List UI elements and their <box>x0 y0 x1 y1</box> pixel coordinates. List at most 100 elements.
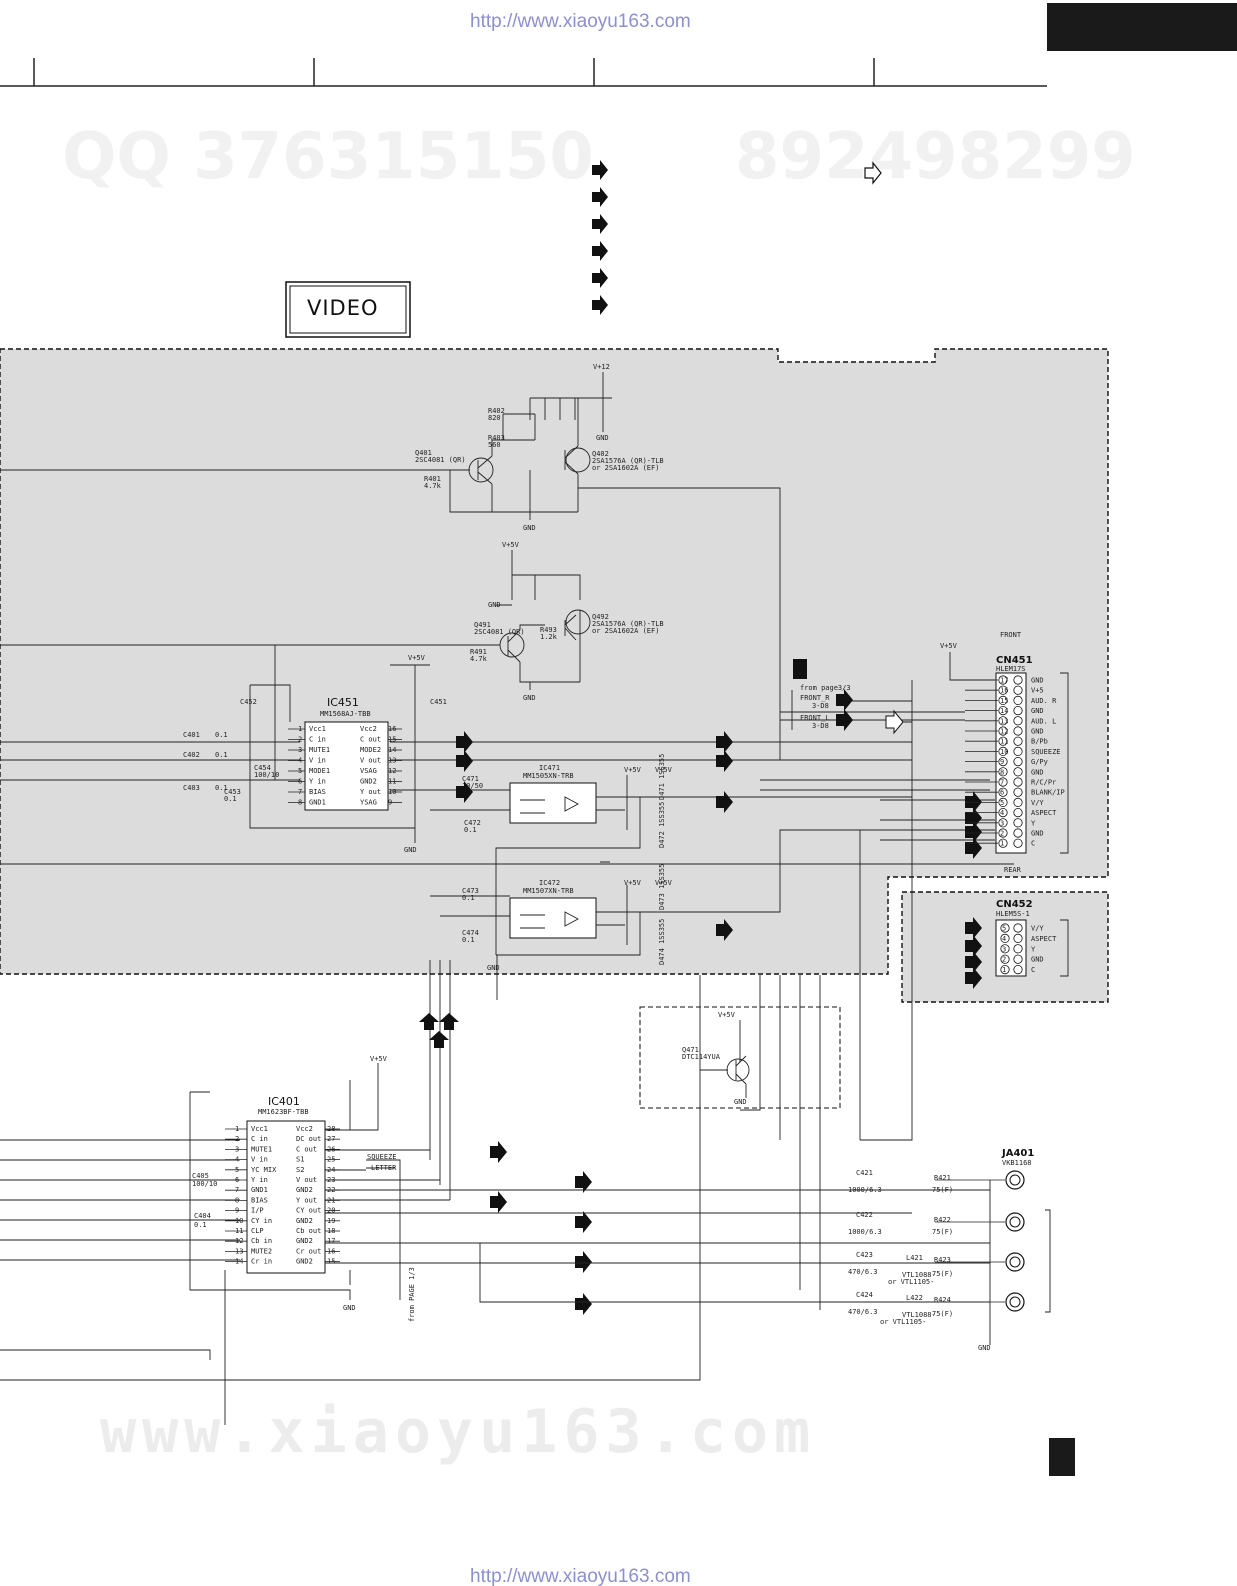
svg-text:1000/6.3: 1000/6.3 <box>848 1186 882 1194</box>
svg-text:3-D8: 3-D8 <box>812 722 829 730</box>
ic451-pin-label: VSAG <box>360 767 377 775</box>
svg-text:IC401: IC401 <box>268 1095 300 1108</box>
ic451-pin-label: V in <box>309 757 326 765</box>
svg-text:C421: C421 <box>856 1169 873 1177</box>
svg-text:Q492: Q492 <box>592 613 609 621</box>
svg-text:GND: GND <box>523 524 536 532</box>
svg-text:D472 1SS355: D472 1SS355 <box>658 802 666 848</box>
svg-text:100/10: 100/10 <box>192 1180 217 1188</box>
ic451-pin-label: Y out <box>360 788 381 796</box>
cn452-pin-label: V/Y <box>1031 925 1044 933</box>
svg-text:SQUEEZE: SQUEEZE <box>367 1153 397 1161</box>
svg-text:Q402: Q402 <box>592 450 609 458</box>
svg-text:V+5V: V+5V <box>624 879 642 887</box>
svg-text:V+5V: V+5V <box>655 766 673 774</box>
ic401-pin-label: YC MIX <box>251 1166 277 1174</box>
cn451-pin-label: Y <box>1031 819 1036 827</box>
cn451-pin-number: 14 <box>1000 707 1008 715</box>
cn451-pin-label: ASPECT <box>1031 809 1057 817</box>
cn451-pin-label: SQUEEZE <box>1031 748 1061 756</box>
svg-text:GND: GND <box>523 694 536 702</box>
cn451-pin-circle <box>998 818 1008 828</box>
svg-text:Q471: Q471 <box>682 1046 699 1054</box>
from-page3-block: from page3/3 FRONT_R 3-D8 FRONT_L 3-D8 <box>791 659 912 730</box>
top-url: http://www.xiaoyu163.com <box>470 11 691 32</box>
svg-text:C405: C405 <box>192 1172 209 1180</box>
video-title-box <box>285 281 411 338</box>
ic401-pin-label: CY in <box>251 1217 272 1225</box>
ic401-pin-label: MUTE2 <box>251 1247 272 1255</box>
svg-text:IC471: IC471 <box>539 764 560 772</box>
svg-text:L421: L421 <box>906 1254 923 1262</box>
svg-text:3-D8: 3-D8 <box>812 702 829 710</box>
cn451-pin-label: G/Py <box>1031 758 1048 766</box>
svg-text:R493: R493 <box>540 626 557 634</box>
svg-text:470/6.3: 470/6.3 <box>848 1308 878 1316</box>
svg-text:C403: C403 <box>183 784 200 792</box>
svg-text:V+5V: V+5V <box>718 1011 736 1019</box>
ic401-pin-label: C in <box>251 1135 268 1143</box>
ic451-pin-label: YSAG <box>360 799 377 807</box>
svg-text:or VTL1105-: or VTL1105- <box>880 1318 926 1326</box>
svg-text:VTL1088-: VTL1088- <box>902 1271 936 1279</box>
qq-alt-watermark: 892498299 <box>735 120 1136 194</box>
svg-text:DTC114YUA: DTC114YUA <box>682 1053 721 1061</box>
svg-text:0.1: 0.1 <box>462 936 475 944</box>
svg-text:CN451: CN451 <box>996 655 1033 666</box>
svg-text:10/50: 10/50 <box>462 782 483 790</box>
ic401-pin-label: GND2 <box>296 1258 313 1266</box>
cn452-pin-number: 1 <box>1002 966 1006 974</box>
svg-text:FRONT_L: FRONT_L <box>800 714 830 722</box>
cn451-pin-circle <box>998 828 1008 838</box>
ic401-pin-label: Cb in <box>251 1237 272 1245</box>
page-tab-block <box>1047 3 1237 51</box>
cn452-pin-label: Y <box>1031 945 1036 953</box>
svg-text:V+5V: V+5V <box>502 541 520 549</box>
video-board-area <box>0 348 1109 975</box>
svg-text:GND: GND <box>488 601 501 609</box>
ic401-pin-label: Vcc2 <box>296 1125 313 1133</box>
ic401-pin-label: CY out <box>296 1207 321 1215</box>
svg-text:GND: GND <box>734 1098 747 1106</box>
cn451-pin-circle <box>998 777 1008 787</box>
svg-text:C472: C472 <box>464 819 481 827</box>
cn451-pin-circle <box>998 736 1008 746</box>
cn452-pin-number: 4 <box>1002 935 1006 943</box>
cn452-pin-circle <box>1000 964 1010 975</box>
svg-text:100/10: 100/10 <box>254 771 279 779</box>
svg-text:L422: L422 <box>906 1294 923 1302</box>
cn451-pin-circle <box>998 705 1008 716</box>
ic451-pin-label: MUTE1 <box>309 746 330 754</box>
svg-text:Q491: Q491 <box>474 621 491 629</box>
cn451-pin-circle <box>998 756 1008 767</box>
bottom-url: http://www.xiaoyu163.com <box>470 1566 691 1586</box>
cn452-pin-circle <box>1000 944 1010 954</box>
svg-text:FRONT_R: FRONT_R <box>800 694 830 702</box>
rca-jack <box>1005 1252 1025 1272</box>
rca-jack <box>1005 1292 1025 1312</box>
rca-jack <box>1005 1170 1025 1190</box>
svg-text:75(F): 75(F) <box>932 1270 953 1278</box>
svg-text:2SC4081 (QR): 2SC4081 (QR) <box>474 628 525 636</box>
cn451-pin-number: 10 <box>1000 748 1008 756</box>
cn451-pin-label: GND <box>1031 677 1044 685</box>
ic401-pin-label: Y in <box>251 1176 268 1184</box>
svg-text:R424: R424 <box>934 1296 951 1304</box>
ic401-pin-label: Y out <box>296 1196 317 1204</box>
svg-text:C474: C474 <box>462 929 479 937</box>
cn451-pin-circle <box>998 726 1008 736</box>
ic451-pin-label: V out <box>360 757 381 765</box>
cn451-pin-number: 11 <box>1000 738 1008 746</box>
ic451-pin-label: GND1 <box>309 799 326 807</box>
svg-text:2SA1576A (QR)-TLB: 2SA1576A (QR)-TLB <box>592 620 664 628</box>
cn452-pin-number: 2 <box>1002 956 1006 964</box>
svg-text:2SA1576A (QR)-TLB: 2SA1576A (QR)-TLB <box>592 457 664 465</box>
svg-text:V+5V: V+5V <box>655 879 673 887</box>
svg-text:or 2SA1602A (EF): or 2SA1602A (EF) <box>592 627 659 635</box>
